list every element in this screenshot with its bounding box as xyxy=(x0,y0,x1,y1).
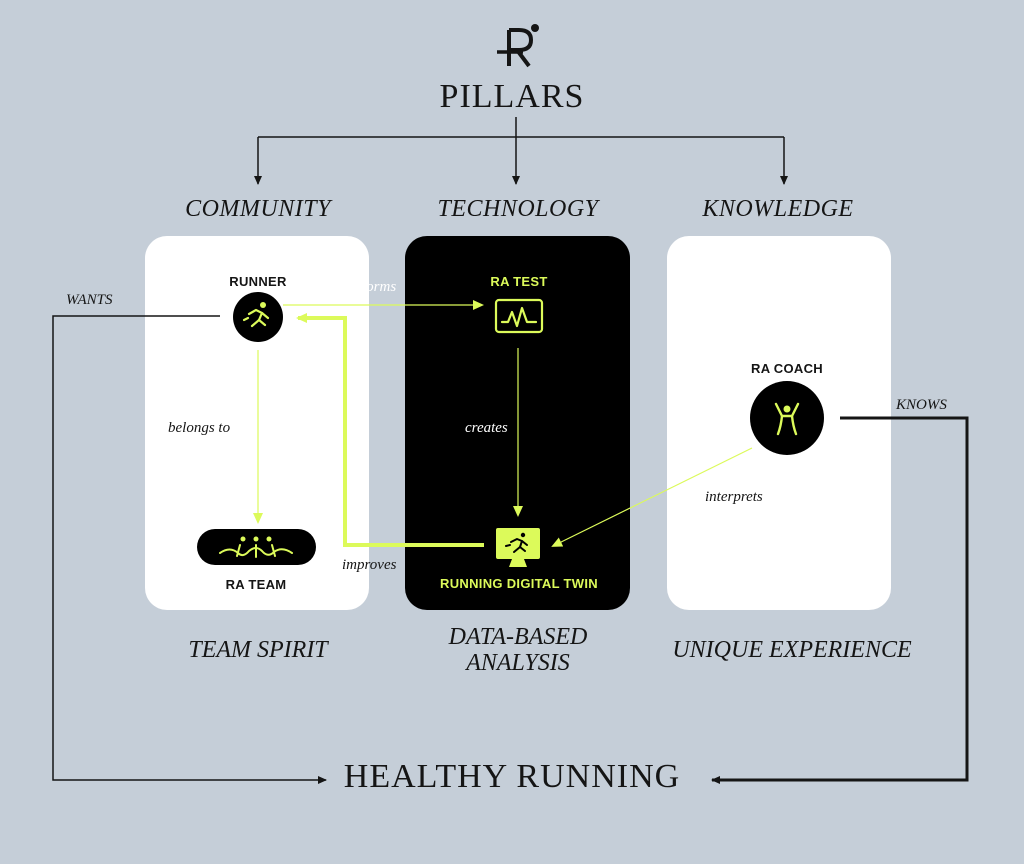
runner-icon xyxy=(242,302,270,328)
wants-connector xyxy=(52,315,327,784)
improves-arrow xyxy=(296,313,484,547)
ra-coach-label: RA COACH xyxy=(751,361,823,376)
ra-team-label: RA TEAM xyxy=(225,577,287,592)
page-title: PILLARS xyxy=(439,78,585,115)
wants-label: WANTS xyxy=(66,292,113,308)
knows-label: KNOWS xyxy=(896,397,947,413)
ra-logo-icon xyxy=(497,24,539,68)
pillar-technology-label: TECHNOLOGY xyxy=(437,196,599,222)
ra-test-label: RA TEST xyxy=(490,274,548,289)
data-based-line2: ANALYSIS xyxy=(466,650,570,676)
team-icon xyxy=(219,536,293,558)
knows-connector xyxy=(711,416,969,784)
ra-test-icon xyxy=(494,298,544,334)
healthy-running-label: HEALTHY RUNNING xyxy=(343,758,681,795)
ra-team-node xyxy=(197,529,316,565)
unique-experience-label: UNIQUE EXPERIENCE xyxy=(672,637,912,663)
data-based-line1: DATA-BASED xyxy=(448,624,588,650)
pillar-community-label: COMMUNITY xyxy=(185,196,331,222)
team-spirit-label: TEAM SPIRIT xyxy=(188,637,328,663)
coach-icon xyxy=(774,402,800,436)
digital-twin-icon xyxy=(496,528,540,567)
community-card xyxy=(145,236,369,610)
pillar-knowledge-label: KNOWLEDGE xyxy=(702,196,854,222)
pillars-tree xyxy=(254,117,788,185)
interprets-label: interprets xyxy=(705,489,763,505)
belongs-to-label: belongs to xyxy=(168,420,231,436)
runner-node xyxy=(233,292,283,342)
creates-label: creates xyxy=(465,420,508,436)
runner-label: RUNNER xyxy=(229,274,287,289)
improves-label: improves xyxy=(342,557,397,573)
performs-label: performs xyxy=(342,279,397,295)
digital-twin-label: RUNNING DIGITAL TWIN xyxy=(440,576,598,591)
interprets-arrow xyxy=(551,447,753,547)
data-based-analysis-label: DATA-BASED ANALYSIS xyxy=(378,624,658,676)
ra-coach-node xyxy=(750,381,824,455)
